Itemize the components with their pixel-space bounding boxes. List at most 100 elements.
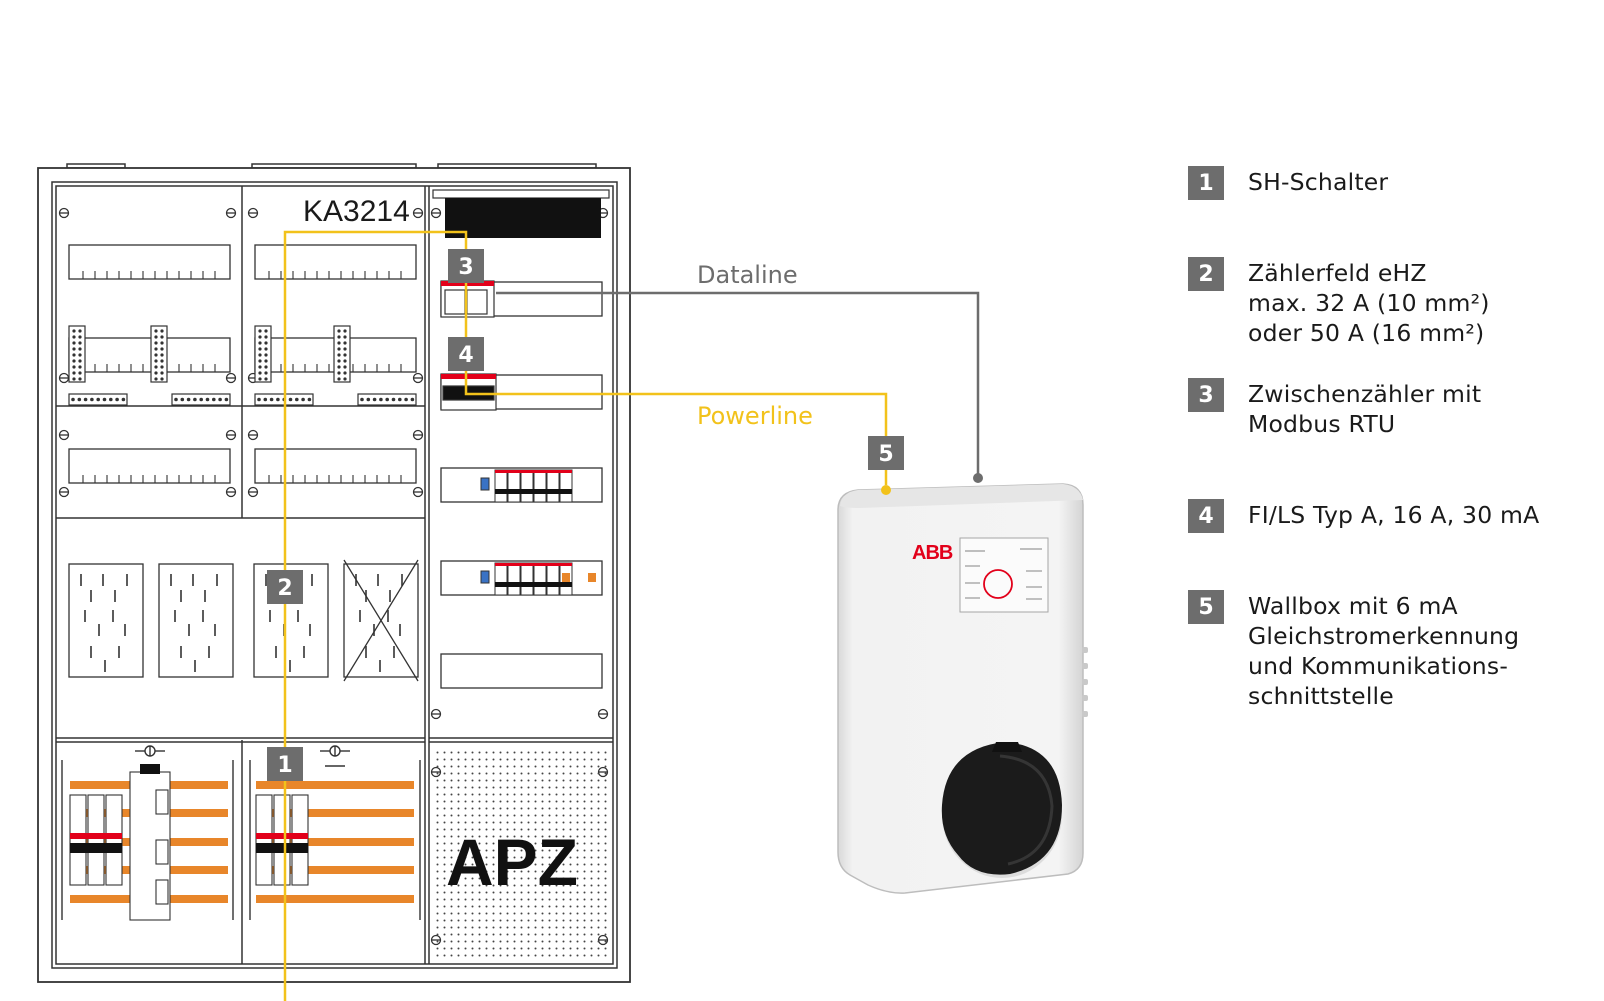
terminal-dots bbox=[71, 329, 415, 402]
cabinet-model-label: KA3214 bbox=[303, 195, 410, 228]
terminal-dot bbox=[258, 365, 262, 369]
marker-2: 2 bbox=[267, 570, 303, 604]
terminal-dot bbox=[154, 365, 158, 369]
terminal-dot bbox=[264, 365, 268, 369]
terminal-dot bbox=[258, 353, 262, 357]
apz-label: APZ bbox=[446, 825, 578, 899]
terminal-dot bbox=[258, 335, 262, 339]
marker-1: 1 bbox=[267, 747, 303, 781]
marker-4: 4 bbox=[448, 337, 484, 371]
terminal-dot bbox=[343, 347, 347, 351]
terminal-dot bbox=[372, 397, 377, 402]
terminal-dot bbox=[343, 353, 347, 357]
terminal-dot bbox=[288, 397, 293, 402]
apz-panel bbox=[433, 747, 609, 957]
terminal-dot bbox=[337, 347, 341, 351]
terminal-dot bbox=[72, 353, 76, 357]
terminal-dot bbox=[78, 335, 82, 339]
svg-text:4: 4 bbox=[458, 343, 473, 368]
terminal-dot bbox=[72, 365, 76, 369]
terminal-dot bbox=[379, 397, 383, 402]
svg-text:3: 3 bbox=[458, 255, 473, 280]
terminal-dot bbox=[263, 397, 268, 402]
terminal-dot bbox=[186, 397, 191, 402]
terminal-dot bbox=[154, 341, 158, 345]
terminal-dot bbox=[174, 397, 178, 402]
terminal-dot bbox=[78, 359, 82, 363]
terminal-dot bbox=[398, 397, 402, 402]
dataline-label: Dataline bbox=[697, 261, 798, 289]
terminal-dot bbox=[205, 397, 210, 402]
terminal-dot bbox=[360, 397, 364, 402]
terminal-dot bbox=[264, 371, 268, 375]
terminal-dot bbox=[343, 371, 347, 375]
terminal-dot bbox=[258, 359, 262, 363]
terminal-dot bbox=[96, 397, 100, 402]
legend-number-3: 3 bbox=[1188, 378, 1224, 412]
terminal-dot bbox=[264, 341, 268, 345]
terminal-dot bbox=[343, 359, 347, 363]
terminal-dot bbox=[264, 377, 268, 381]
terminal-dot bbox=[218, 397, 222, 402]
legend-number-2: 2 bbox=[1188, 257, 1224, 291]
terminal-dot bbox=[269, 397, 274, 402]
terminal-dot bbox=[343, 377, 347, 381]
terminal-dot bbox=[301, 397, 305, 402]
terminal-dot bbox=[109, 397, 113, 402]
terminal-dot bbox=[295, 397, 299, 402]
terminal-dot bbox=[199, 397, 203, 402]
terminal-dot bbox=[72, 335, 76, 339]
wallbox-socket bbox=[941, 742, 1062, 878]
terminal-dot bbox=[160, 365, 164, 369]
terminal-dot bbox=[258, 329, 262, 333]
rcbo-device bbox=[440, 373, 497, 411]
legend-item-5: 5 Wallbox mit 6 mA Gleichstromerkennung … bbox=[1188, 590, 1519, 711]
dataline-endpoint bbox=[973, 473, 983, 483]
terminal-dot bbox=[154, 329, 158, 333]
terminal-dot bbox=[337, 329, 341, 333]
terminal-dot bbox=[121, 397, 126, 402]
terminal-dot bbox=[337, 365, 341, 369]
terminal-dot bbox=[160, 353, 164, 357]
marker-3: 3 bbox=[448, 249, 484, 283]
terminal-dot bbox=[264, 329, 268, 333]
terminal-dot bbox=[78, 347, 82, 351]
terminal-dot bbox=[337, 341, 341, 345]
terminal-dot bbox=[337, 359, 341, 363]
terminal-dot bbox=[72, 359, 76, 363]
terminal-dot bbox=[78, 341, 82, 345]
powerline bbox=[283, 230, 888, 1001]
device-rails-right bbox=[440, 281, 603, 689]
terminal-dot bbox=[224, 397, 229, 402]
terminal-dot bbox=[404, 397, 408, 402]
terminal-dot bbox=[307, 397, 312, 402]
terminal-dot bbox=[258, 341, 262, 345]
terminal-dot bbox=[154, 371, 158, 375]
terminal-dot bbox=[154, 347, 158, 351]
legend-number-5: 5 bbox=[1188, 590, 1224, 624]
wallbox bbox=[837, 483, 1088, 894]
terminal-dot bbox=[160, 335, 164, 339]
terminal-dot bbox=[276, 397, 280, 402]
terminal-dot bbox=[78, 353, 82, 357]
terminal-dot bbox=[72, 329, 76, 333]
terminal-dot bbox=[264, 347, 268, 351]
main-switch-block bbox=[432, 189, 610, 238]
terminal-dot bbox=[160, 371, 164, 375]
terminal-dot bbox=[154, 359, 158, 363]
marker-5: 5 bbox=[868, 436, 904, 470]
terminal-dot bbox=[154, 377, 158, 381]
legend-text-3: Zwischenzähler mit Modbus RTU bbox=[1248, 380, 1482, 438]
terminal-dot bbox=[264, 353, 268, 357]
legend-text-1: SH-Schalter bbox=[1248, 168, 1389, 196]
terminal-dot bbox=[71, 397, 75, 402]
svg-text:2: 2 bbox=[277, 576, 292, 601]
svg-text:5: 5 bbox=[878, 442, 893, 467]
sh-switch-devices bbox=[69, 764, 309, 921]
legend-text-4: FI/LS Typ A, 16 A, 30 mA bbox=[1248, 501, 1540, 529]
terminal-dot bbox=[257, 397, 261, 402]
busbar-holders bbox=[61, 745, 421, 920]
terminal-dot bbox=[366, 397, 371, 402]
terminal-dot bbox=[78, 377, 82, 381]
